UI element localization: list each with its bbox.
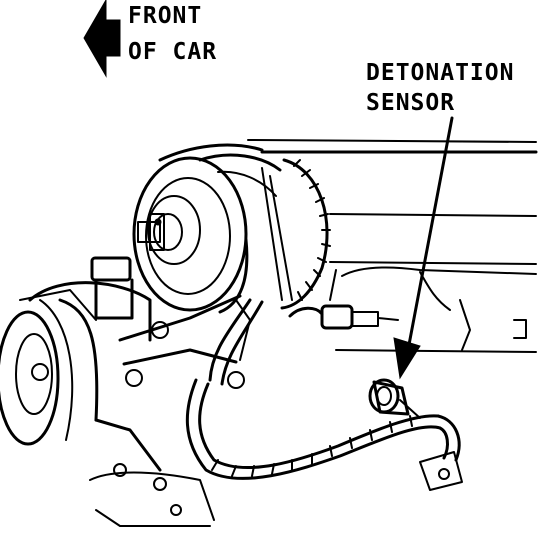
front-label-line1: FRONT (128, 3, 203, 29)
alternator (132, 143, 331, 314)
arrow-down-icon (393, 116, 454, 380)
front-label-line2: OF CAR (128, 39, 218, 65)
harness-connector (288, 304, 399, 330)
engine-block (247, 139, 538, 353)
sensor-label-line1: DETONATION (366, 60, 515, 86)
detonation-sensor (368, 378, 421, 419)
sensor-label-line2: SENSOR (366, 90, 456, 116)
wiring-harness (185, 298, 463, 491)
arrow-left-icon (83, 0, 121, 78)
mount-bracket (0, 256, 251, 527)
